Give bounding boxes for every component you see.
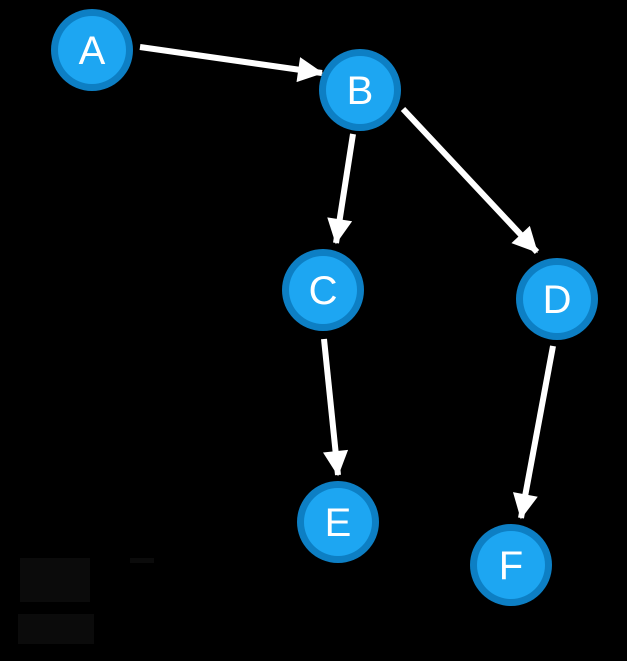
node-body (523, 265, 591, 333)
node-label: B (347, 69, 374, 113)
node-E[interactable]: E (297, 481, 379, 563)
node-label: F (499, 544, 523, 588)
node-body (289, 256, 357, 324)
node-label: A (79, 29, 106, 73)
edge-C-E (321, 338, 349, 477)
edge-B-D (400, 106, 540, 255)
node-D[interactable]: D (516, 258, 598, 340)
node-B[interactable]: B (319, 49, 401, 131)
node-C[interactable]: C (282, 249, 364, 331)
edge-A-B (139, 44, 324, 83)
node-F[interactable]: F (470, 524, 552, 606)
node-body (326, 56, 394, 124)
node-label: E (325, 501, 352, 545)
node-body (58, 16, 126, 84)
node-A[interactable]: A (51, 9, 133, 91)
node-label: D (543, 278, 572, 322)
edge-B-C (327, 133, 356, 245)
node-body (477, 531, 545, 599)
node-label: C (309, 269, 338, 313)
node-body (304, 488, 372, 556)
edge-D-F (512, 345, 556, 520)
